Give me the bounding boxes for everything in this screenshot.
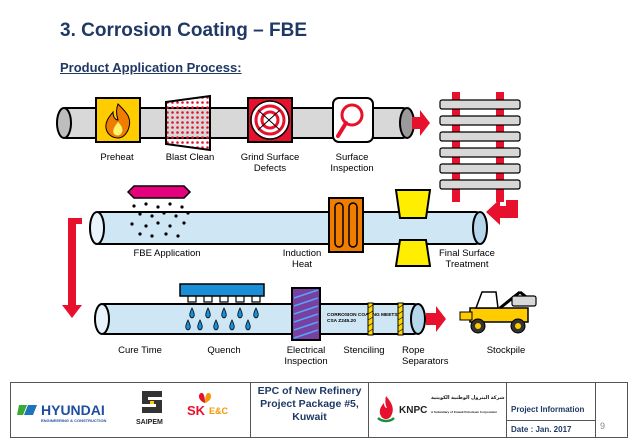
rope-separator-icon [367,302,404,336]
electrical-inspection-icon [291,287,321,341]
sk-wordmark: SK [187,403,206,418]
blast-clean-icon [165,94,211,152]
knpc-logo: شركة البترول الوطنية الكويتية KNPC A Sub… [369,383,507,437]
arrow-to-rack [412,110,430,136]
pipe-row-2 [89,211,488,245]
page-number: 9 [600,421,606,431]
project-line-2: Project Package #5, [260,398,359,410]
project-line-3: Kuwait [292,411,327,423]
label-quench: Quench [207,345,240,356]
hyundai-subtitle: ENGINEERING & CONSTRUCTION [41,418,107,423]
label-stockpile: Stockpile [487,345,526,356]
footer-bar: HYUNDAI ENGINEERING & CONSTRUCTION SAIPE… [10,382,628,438]
fbe-spray-icon [126,185,192,238]
sk-ec-wordmark: E&C [209,406,229,416]
sk-butterfly-icon [198,392,212,403]
label-blast-clean: Blast Clean [166,152,215,163]
arrow-down-left [62,218,82,318]
pipe-row-1 [56,107,415,139]
saipem-wordmark: SAIPEM [136,419,163,426]
magnifier-icon [332,97,374,143]
saipem-mark-icon [142,391,162,413]
quench-sprinkler-icon [179,283,265,331]
final-treatment-icon [394,189,432,267]
project-line-1: EPC of New Refinery [257,385,362,397]
arrow-from-rack [486,199,518,225]
arrow-to-stockpile [426,306,446,332]
section-subtitle: Product Application Process: [60,60,242,75]
project-info-label: Project Information [511,405,585,414]
knpc-flame-icon [377,396,395,423]
label-cure-time: Cure Time [118,345,162,356]
project-title: EPC of New Refinery Project Package #5, … [251,383,369,437]
contractor-logos: HYUNDAI ENGINEERING & CONSTRUCTION SAIPE… [11,383,251,437]
preheat-icon [95,97,141,143]
label-fbe-application: FBE Application [133,248,200,259]
page-title: 3. Corrosion Coating – FBE [60,20,308,41]
hyundai-wordmark: HYUNDAI [41,402,105,418]
knpc-wordmark: KNPC [399,405,428,416]
induction-coil-icon [328,197,364,253]
label-preheat: Preheat [100,152,134,163]
knpc-subtitle: A Subsidiary of Kuwait Petroleum Corpora… [431,410,498,414]
pipe-row-3 [94,303,426,335]
loader-truck-icon [459,290,537,334]
saipem-logo: SAIPEM [135,389,169,433]
pipe-rack-icon [439,92,521,202]
label-stenciling: Stenciling [343,345,384,356]
date-label: Date : Jan. 2017 [511,425,572,434]
hyundai-mark-icon [17,405,37,415]
grind-surface-icon [247,97,293,143]
project-info-cell: Project Information Date : Jan. 2017 [507,383,627,437]
knpc-arabic-name: شركة البترول الوطنية الكويتية [431,395,505,401]
